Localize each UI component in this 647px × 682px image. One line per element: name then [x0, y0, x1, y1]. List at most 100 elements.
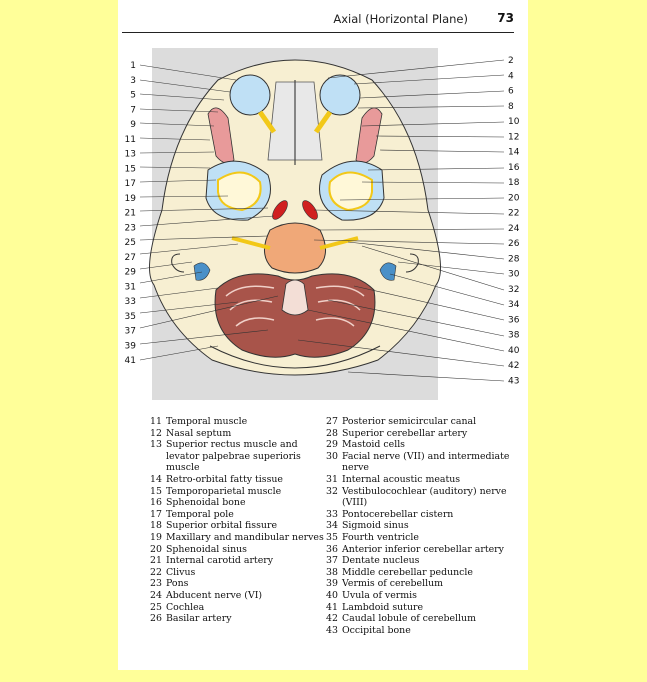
right-label-12: 12 [508, 132, 519, 142]
book-page: Axial (Horizontal Plane) 7 3 [118, 0, 528, 670]
legend-number: 18 [150, 520, 162, 532]
left-label-13: 13 [125, 150, 136, 160]
left-facial-nerve [231, 236, 271, 250]
legend-text: Pons [166, 578, 189, 590]
right-optic-nerve [313, 110, 333, 134]
right-eye [319, 74, 361, 116]
legend-number: 17 [150, 508, 162, 520]
legend-number: 37 [326, 555, 338, 567]
legend-text: Pontocerebellar cistern [342, 508, 454, 520]
legend-text: Clivus [166, 566, 196, 578]
right-label-18: 18 [508, 178, 520, 188]
legend-number: 15 [150, 485, 162, 497]
left-label-39: 39 [125, 341, 137, 351]
right-label-30: 30 [508, 270, 520, 280]
left-label-7: 7 [130, 105, 136, 115]
legend-number: 32 [326, 485, 338, 497]
right-label-34: 34 [508, 300, 520, 310]
legend-text: Vermis of cerebellum [342, 578, 444, 590]
legend-text: Temporal muscle [166, 416, 248, 427]
legend-number: 34 [326, 520, 338, 532]
legend-text: Retro-orbital fatty tissue [166, 473, 283, 485]
left-label-23: 23 [125, 223, 136, 233]
legend-entry-37: 37 Dentate nucleus [326, 555, 516, 567]
left-label-3: 3 [130, 76, 136, 86]
legend-text: Dentate nucleus [342, 555, 420, 567]
legend-number: 25 [150, 601, 162, 613]
section-title: Axial (Horizontal Plane) [333, 12, 468, 26]
legend-text: Nasal septum [166, 427, 232, 439]
right-temporal-pole-inner [328, 171, 373, 212]
pons [264, 222, 326, 274]
right-label-32: 32 [508, 285, 519, 295]
legend-text: Cochlea [166, 601, 205, 613]
right-label-8: 8 [508, 102, 514, 112]
left-label-15: 15 [125, 164, 136, 174]
legend-entry-23: 23 Pons [150, 578, 330, 590]
right-label-26: 26 [508, 239, 520, 249]
left-temporal-pole-inner [217, 171, 262, 212]
right-label-2: 2 [508, 56, 514, 66]
legend-text: Caudal lobule of cerebellum [342, 613, 476, 625]
left-label-21: 21 [125, 209, 136, 219]
legend-number: 24 [150, 589, 162, 601]
occipital-bone [209, 345, 381, 369]
legend-text: Internal carotid artery [166, 555, 274, 567]
legend-text: Fourth ventricle [342, 531, 419, 543]
legend-text: Superior rectus muscle and levator palpe… [166, 439, 301, 474]
right-label-40: 40 [508, 346, 520, 356]
legend-text: Middle cerebellar peduncle [342, 566, 473, 578]
page-header: Axial (Horizontal Plane) 73 [118, 10, 528, 34]
left-label-35: 35 [125, 312, 136, 322]
legend-text: Sphenoidal sinus [166, 543, 247, 555]
legend-number: 41 [326, 601, 338, 613]
legend-text: Superior cerebellar artery [342, 427, 468, 439]
right-label-28: 28 [508, 254, 520, 264]
legend-text: Occipital bone [342, 624, 411, 636]
legend-entry-12: 12 Nasal septum [150, 428, 330, 440]
legend-number: 12 [150, 427, 162, 439]
legend-text: Temporal pole [166, 508, 234, 520]
left-label-19: 19 [125, 194, 137, 204]
legend-entry-25: 25 Cochlea [150, 602, 330, 614]
right-facial-nerve [319, 236, 359, 250]
legend-text: Maxillary and mandibular nerves [166, 531, 324, 543]
right-label-24: 24 [508, 224, 520, 234]
right-label-20: 20 [508, 193, 520, 203]
left-label-17: 17 [125, 179, 136, 189]
legend-number: 23 [150, 578, 162, 590]
left-label-5: 5 [130, 91, 136, 101]
left-eye [229, 74, 271, 116]
legend-text: Superior orbital fissure [166, 520, 277, 532]
legend-number: 14 [150, 473, 162, 485]
legend-text: Sigmoid sinus [342, 520, 409, 532]
left-sigmoid-sinus [193, 262, 211, 281]
legend-entry-18: 18 Superior orbital fissure [150, 520, 330, 532]
legend-number: 19 [150, 531, 162, 543]
right-sigmoid-sinus [379, 262, 397, 281]
vermis-of-cerebellum [281, 279, 309, 316]
right-label-4: 4 [508, 71, 514, 81]
right-label-36: 36 [508, 315, 520, 325]
legend-number: 21 [150, 555, 162, 567]
legend-text: Anterior inferior cerebellar artery [342, 543, 504, 555]
legend-number: 35 [326, 531, 338, 543]
legend-text: Vestibulocochlear (auditory) nerve (VIII… [342, 485, 507, 509]
legend-entry-35: 35 Fourth ventricle [326, 532, 516, 544]
